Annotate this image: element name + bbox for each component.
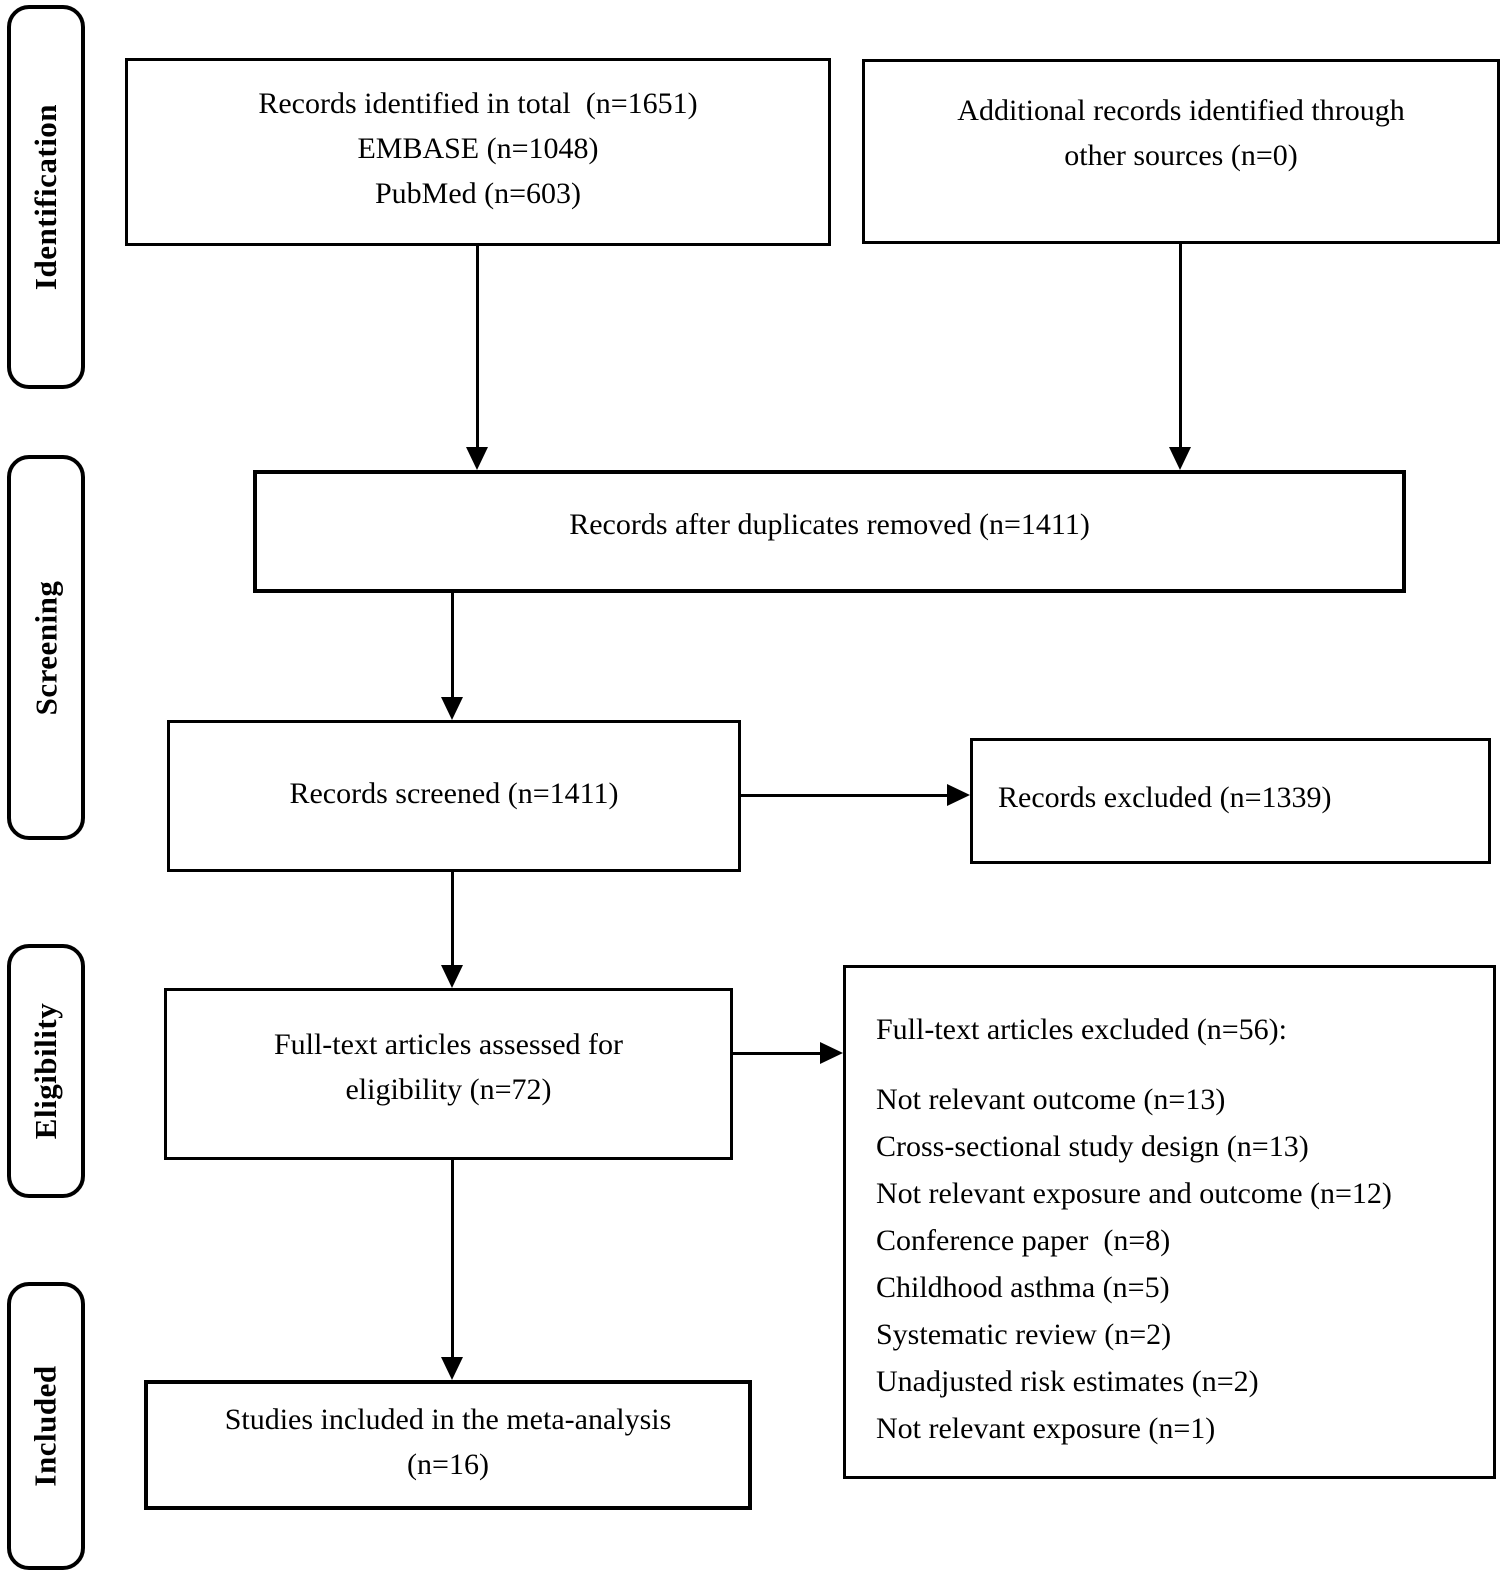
arrow-screened-to-excluded-head bbox=[947, 784, 970, 806]
arrow-duplicates-to-screened-head bbox=[441, 697, 463, 720]
stage-eligibility-label: Eligibility bbox=[28, 1002, 64, 1140]
box-fulltext-excluded: Full-text articles excluded (n=56): Not … bbox=[843, 965, 1496, 1479]
stage-identification-label: Identification bbox=[28, 103, 63, 291]
fulltext-assessed-text: Full-text articles assessed for eligibil… bbox=[273, 1028, 624, 1106]
arrow-additional-to-duplicates-line bbox=[1179, 244, 1182, 450]
stage-included-label: Included bbox=[28, 1365, 64, 1487]
arrow-screened-to-excluded-line bbox=[741, 794, 949, 797]
records-identified-text: Records identified in total (n=1651) EMB… bbox=[258, 87, 698, 210]
box-studies-included: Studies included in the meta-analysis (n… bbox=[144, 1380, 752, 1510]
arrow-screened-to-fulltext-head bbox=[441, 965, 463, 988]
arrow-fulltext-to-ftexcluded-head bbox=[820, 1042, 843, 1064]
additional-records-text: Additional records identified through ot… bbox=[957, 94, 1405, 172]
box-records-screened: Records screened (n=1411) bbox=[167, 720, 741, 872]
box-duplicates-removed: Records after duplicates removed (n=1411… bbox=[253, 470, 1406, 593]
box-fulltext-assessed: Full-text articles assessed for eligibil… bbox=[164, 988, 733, 1160]
stage-identification: Identification bbox=[7, 5, 85, 389]
records-excluded-text: Records excluded (n=1339) bbox=[998, 780, 1332, 814]
arrow-fulltext-to-included-head bbox=[441, 1357, 463, 1380]
exclusion-reason: Not relevant exposure (n=1) bbox=[876, 1412, 1216, 1445]
stage-included: Included bbox=[7, 1282, 85, 1570]
stage-screening: Screening bbox=[7, 455, 85, 840]
arrow-screened-to-fulltext-line bbox=[451, 872, 454, 967]
arrow-duplicates-to-screened-line bbox=[451, 593, 454, 700]
exclusion-reason: Unadjusted risk estimates (n=2) bbox=[876, 1365, 1259, 1398]
exclusion-reason: Not relevant exposure and outcome (n=12) bbox=[876, 1177, 1392, 1210]
arrow-identified-to-duplicates-line bbox=[476, 246, 479, 450]
records-screened-text: Records screened (n=1411) bbox=[289, 776, 619, 810]
box-records-excluded: Records excluded (n=1339) bbox=[970, 738, 1491, 864]
exclusion-reason: Not relevant outcome (n=13) bbox=[876, 1083, 1226, 1116]
exclusion-reason: Systematic review (n=2) bbox=[876, 1318, 1172, 1351]
fulltext-excluded-header: Full-text articles excluded (n=56): bbox=[876, 1013, 1287, 1046]
exclusion-reason: Conference paper (n=8) bbox=[876, 1224, 1171, 1257]
stage-eligibility: Eligibility bbox=[7, 944, 85, 1198]
exclusion-reason: Cross-sectional study design (n=13) bbox=[876, 1130, 1309, 1163]
stage-screening-label: Screening bbox=[28, 580, 63, 715]
exclusion-reason: Childhood asthma (n=5) bbox=[876, 1271, 1170, 1304]
arrow-identified-to-duplicates-head bbox=[466, 447, 488, 470]
arrow-fulltext-to-included-line bbox=[451, 1160, 454, 1360]
box-records-identified: Records identified in total (n=1651) EMB… bbox=[125, 58, 831, 246]
studies-included-text: Studies included in the meta-analysis (n… bbox=[224, 1403, 672, 1481]
box-additional-records: Additional records identified through ot… bbox=[862, 59, 1500, 244]
duplicates-removed-text: Records after duplicates removed (n=1411… bbox=[569, 508, 1090, 541]
arrow-fulltext-to-ftexcluded-line bbox=[733, 1052, 822, 1055]
arrow-additional-to-duplicates-head bbox=[1169, 447, 1191, 470]
